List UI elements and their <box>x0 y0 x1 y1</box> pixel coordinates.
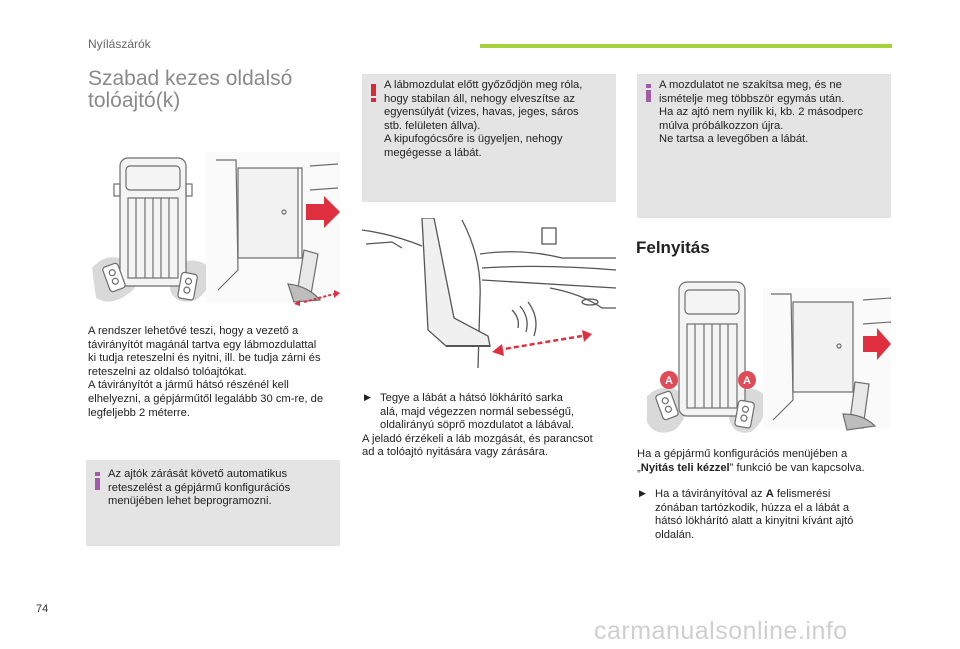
intro-line: távirányítót magánál tartva egy lábmozdu… <box>88 338 317 351</box>
info-box-text: Az ajtók zárását követő automatikus rete… <box>108 468 336 509</box>
warning-line: stb. felületen állva). <box>384 119 481 132</box>
info-line: A mozdulatot ne szakítsa meg, és ne <box>659 79 842 91</box>
quote-open: „ <box>637 461 641 474</box>
instruction-step-foot: ▶ Tegye a lábát a hátsó lökhárító sarka … <box>362 392 622 460</box>
page-title: Szabad kezes oldalsó tolóajtó(k) <box>88 68 338 112</box>
svg-text:A: A <box>743 375 751 387</box>
open-step-line: zónában tartózkodik, húzza el a lábát a <box>655 501 850 514</box>
warning-line: egyensúlyát (vizes, havas, jeges, sáros <box>384 106 579 119</box>
open-step-line: hátsó lökhárító alatt a kinyitni kívánt … <box>655 515 854 528</box>
info-box-repeat: A mozdulatot ne szakítsa meg, és ne ismé… <box>637 74 891 218</box>
intro-line: A rendszer lehetővé teszi, hogy a vezető… <box>88 325 299 337</box>
warning-line: hogy stabilan áll, nehogy elveszítse az <box>384 92 575 105</box>
function-name: Nyitás teli kézzel <box>640 461 730 474</box>
intro-line: legfeljebb 2 méterre. <box>88 406 190 419</box>
page-number: 74 <box>36 603 49 615</box>
info-box-text: A mozdulatot ne szakítsa meg, és ne ismé… <box>659 79 889 147</box>
warning-line: A lábmozdulat előtt győződjön meg róla, <box>384 79 583 91</box>
section-heading-opening: Felnyitás <box>636 238 710 257</box>
step-line: alá, majd végezzen normál sebességű, <box>380 405 575 418</box>
result-line: A jeladó érzékeli a láb mozgását, és par… <box>362 432 593 445</box>
zone-letter: A <box>765 488 774 500</box>
info-icon <box>95 472 100 490</box>
watermark: carmanualsonline.info <box>594 617 848 645</box>
intro-line: elhelyezni, a gépjárműtől legalább 30 cm… <box>88 392 324 405</box>
info-icon <box>646 84 651 102</box>
info-line: múlva próbálkozzon újra. <box>659 119 784 132</box>
instruction-step-open: ▶ Ha a távirányítóval az A felismerési z… <box>637 488 897 542</box>
bullet-marker-icon: ▶ <box>364 393 371 403</box>
warning-box-text: A lábmozdulat előtt győződjön meg róla, … <box>384 79 612 161</box>
zone-label-right: A <box>738 371 756 389</box>
info-line: ismételje meg többször egymás után. <box>659 92 845 105</box>
illustration-opening-zone: A A <box>637 272 892 440</box>
illustration-foot-under-bumper <box>361 217 617 370</box>
section-accent-bar <box>480 44 892 48</box>
illustration-van-top-and-door <box>88 150 340 310</box>
open-step-line: oldalán. <box>655 528 695 541</box>
svg-text:A: A <box>665 375 673 387</box>
info-line: Ha az ajtó nem nyílik ki, kb. 2 másodper… <box>659 106 863 119</box>
info-line: reteszelést a gépjármű konfigurációs <box>108 481 291 494</box>
info-box-auto-locking: Az ajtók zárását követő automatikus rete… <box>86 460 340 546</box>
info-line: menüjében lehet beprogramozni. <box>108 495 272 508</box>
step-post: felismerési <box>776 488 831 500</box>
step-line: oldalirányú söprő mozdulatot a lábával. <box>380 419 575 432</box>
intro-line: ki tudja reteszelni és nyitni, ill. be t… <box>88 352 321 365</box>
intro-line: reteszelni az oldalsó tolóajtókat. <box>88 365 247 378</box>
zone-label-left: A <box>660 371 678 389</box>
page-title-line-1: Szabad kezes oldalsó <box>88 67 293 90</box>
info-line: Az ajtók zárását követő automatikus <box>108 468 288 480</box>
step-line-1: ▶ Tegye a lábát a hátsó lökhárító sarka <box>362 392 622 406</box>
warning-line: megégesse a lábát. <box>384 146 482 159</box>
opening-paragraph: Ha a gépjármű konfigurációs menüjében a … <box>637 448 897 475</box>
warning-box-stability: A lábmozdulat előtt győződjön meg róla, … <box>362 74 616 202</box>
opening-line-2-rest: ” funkció be van kapcsolva. <box>729 461 865 474</box>
open-step-line-1: ▶ Ha a távirányítóval az A felismerési <box>637 488 897 502</box>
intro-paragraph: A rendszer lehetővé teszi, hogy a vezető… <box>88 325 348 420</box>
step-pre: Ha a távirányítóval az <box>655 488 763 500</box>
opening-line-2: „Nyitás teli kézzel” funkció be van kapc… <box>637 462 897 476</box>
info-line: Ne tartsa a levegőben a lábát. <box>659 133 809 146</box>
section-header: Nyílászárók <box>88 37 151 51</box>
warning-line: A kipufogócsőre is ügyeljen, nehogy <box>384 133 563 146</box>
intro-line: A távirányítót a jármű hátsó részénél ke… <box>88 379 289 392</box>
warning-icon <box>371 84 376 102</box>
opening-line-1: Ha a gépjármű konfigurációs menüjében a <box>637 448 848 460</box>
step-text: Tegye a lábát a hátsó lökhárító sarka <box>380 392 563 404</box>
result-line: ad a tolóajtó nyitására vagy zárására. <box>362 446 548 459</box>
page-title-line-2: tolóajtó(k) <box>88 89 181 112</box>
bullet-marker-icon: ▶ <box>639 489 646 499</box>
